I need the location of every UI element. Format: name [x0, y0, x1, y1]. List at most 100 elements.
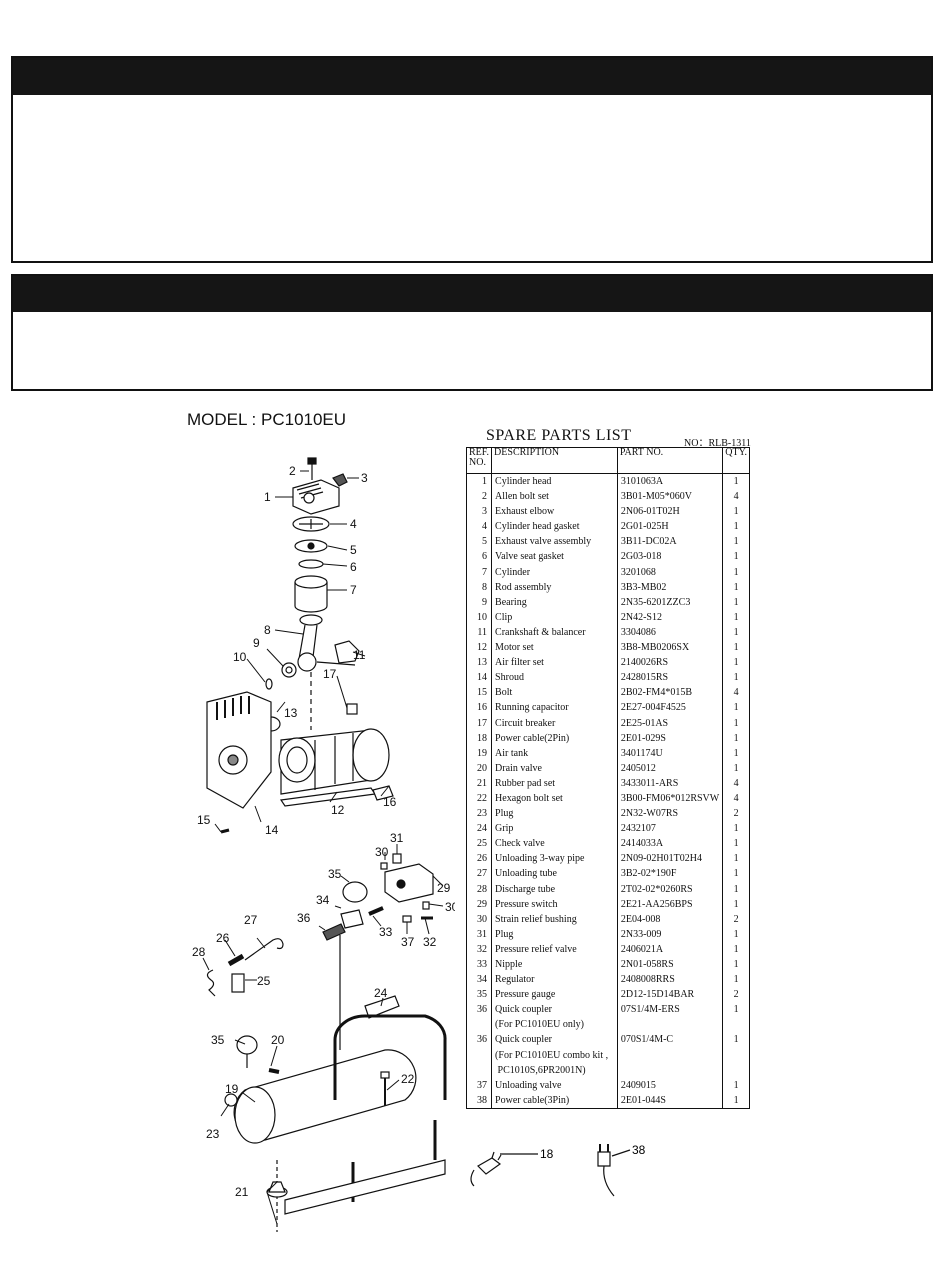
- cell-ref: 23: [466, 806, 493, 822]
- callout-20: 20: [271, 1033, 285, 1047]
- cell-qty: 1: [733, 657, 739, 669]
- model-label: MODEL : PC1010EU: [187, 410, 347, 429]
- callout-16: 16: [383, 795, 397, 809]
- cell-ref: 11: [466, 624, 493, 641]
- table-header-row: REF. NO. DESCRIPTION PART NO. QTY.: [466, 447, 750, 474]
- cell-qty: 4: [733, 777, 739, 789]
- cell-part: 2E25-01AS: [617, 715, 724, 731]
- header-bar-second: [13, 276, 931, 312]
- cell-qty: 1: [733, 702, 739, 714]
- cell-desc: Quick coupler (For PC1010EU only): [491, 1002, 618, 1033]
- cell-desc: Allen bolt set: [491, 489, 618, 505]
- cell-desc: Pressure switch: [491, 896, 618, 912]
- cell-ref: 36: [466, 1002, 493, 1033]
- cell-ref: 4: [466, 519, 493, 535]
- header-qty: QTY.: [722, 447, 750, 474]
- cell-ref: 27: [466, 866, 493, 882]
- cell-ref: 3: [466, 504, 493, 520]
- cell-desc: Unloading 3-way pipe: [491, 851, 618, 867]
- cell-qty: 1: [733, 868, 739, 880]
- cell-desc: Drain valve: [491, 760, 618, 776]
- cell-ref: 34: [466, 972, 493, 988]
- cell-qty: 1: [733, 611, 739, 623]
- cell-ref: 16: [466, 700, 493, 716]
- cell-part: 2E21-AA256BPS: [617, 896, 724, 912]
- cell-desc: Clip: [491, 609, 618, 625]
- callout-22: 22: [401, 1072, 415, 1086]
- cell-qty: 4: [733, 792, 739, 804]
- callout-31: 31: [390, 831, 404, 845]
- cell-ref: 35: [466, 987, 493, 1003]
- callout-7: 7: [350, 583, 357, 597]
- cell-part: 2428015RS: [617, 670, 724, 686]
- cell-qty: 1: [733, 943, 739, 955]
- cell-part: 3304086: [617, 624, 724, 641]
- cell-desc: Strain relief bushing: [491, 911, 618, 927]
- cell-part: 3401174U: [617, 745, 724, 761]
- callout-30: 30: [375, 845, 389, 859]
- spare-parts-title: SPARE PARTS LIST: [486, 427, 632, 444]
- cell-part: 2B02-FM4*015B: [617, 685, 724, 701]
- cell-desc: Plug: [491, 926, 618, 942]
- callout-36: 36: [297, 911, 311, 925]
- cell-part: 2405012: [617, 760, 724, 776]
- cell-ref: 38: [466, 1092, 493, 1109]
- cell-desc: Crankshaft & balancer: [491, 624, 618, 641]
- cell-part: 070S1/4M-C: [617, 1032, 724, 1078]
- callout-17: 17: [323, 667, 337, 681]
- cell-qty: 1: [733, 1079, 739, 1091]
- cell-ref: 21: [466, 775, 493, 791]
- callout-21: 21: [235, 1185, 249, 1199]
- callout-35: 35: [328, 867, 342, 881]
- cell-part: 3B00-FM06*012RSVW: [617, 790, 724, 807]
- cell-ref: 22: [466, 790, 493, 807]
- cell-desc: Exhaust valve assembly: [491, 534, 618, 550]
- cell-ref: 15: [466, 685, 493, 701]
- cell-part: 2D12-15D14BAR: [617, 987, 724, 1003]
- cell-ref: 26: [466, 851, 493, 867]
- callout-5: 5: [350, 543, 357, 557]
- cell-ref: 6: [466, 549, 493, 565]
- cell-qty: 1: [733, 581, 739, 593]
- cell-ref: 13: [466, 655, 493, 671]
- callout-8: 8: [264, 623, 271, 637]
- cell-desc: Discharge tube: [491, 881, 618, 897]
- callout-37: 37: [401, 935, 415, 949]
- callout-18: 18: [540, 1147, 554, 1161]
- cell-desc: Exhaust elbow: [491, 504, 618, 520]
- cell-desc: Air tank: [491, 745, 618, 761]
- cell-qty: 4: [733, 491, 739, 503]
- cell-desc: Power cable(3Pin): [491, 1092, 618, 1109]
- cell-part: 2N33-009: [617, 926, 724, 942]
- cell-part: 2409015: [617, 1077, 724, 1093]
- exploded-diagram: 2 3 1 4 5 6 7 8 9 10 11 17 13 12 16 14 1…: [192, 457, 455, 1232]
- callout-28: 28: [192, 945, 206, 959]
- cell-part: 2408008RRS: [617, 972, 724, 988]
- header-box-second: [11, 274, 933, 391]
- cell-part: 2N32-W07RS: [617, 806, 724, 822]
- cell-part: 3B8-MB0206SX: [617, 640, 724, 656]
- cell-part: 2G03-018: [617, 549, 724, 565]
- callout-30b: 30: [445, 900, 455, 914]
- callout-11: 11: [353, 648, 366, 662]
- cell-ref: 24: [466, 821, 493, 837]
